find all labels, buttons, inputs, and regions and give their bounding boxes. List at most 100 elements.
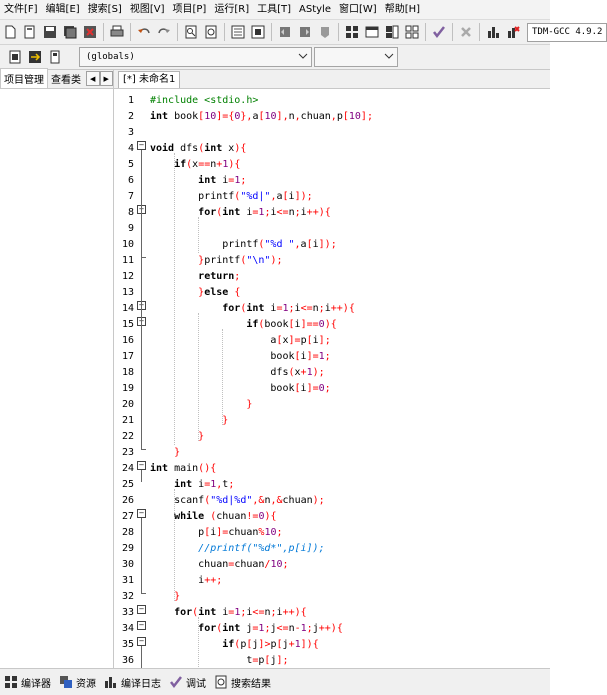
code-line[interactable]: printf("%d ",a[i]); — [150, 239, 337, 250]
fold-marker[interactable]: − — [137, 461, 146, 470]
menu-item[interactable]: 搜索[S] — [87, 4, 122, 15]
scroll-left-icon[interactable]: ◀ — [86, 71, 100, 86]
goto-bookmark-icon[interactable] — [46, 48, 64, 66]
code-line[interactable]: } — [174, 447, 181, 458]
code-line[interactable]: chuan=chuan/10; — [150, 559, 289, 570]
function-selector[interactable] — [314, 47, 398, 67]
bottom-tab[interactable]: 资源 — [59, 675, 96, 690]
menu-item[interactable]: 视图[V] — [129, 4, 165, 15]
print-icon[interactable] — [108, 23, 126, 41]
toggle-bookmark-icon[interactable] — [26, 48, 44, 66]
compile-run-icon[interactable] — [383, 23, 401, 41]
menu-item[interactable]: AStyle — [299, 4, 331, 15]
code-line[interactable]: if(x==n+1){ — [174, 159, 241, 170]
code-line[interactable]: return; — [198, 271, 241, 282]
bottom-tab[interactable]: 编译器 — [4, 675, 51, 690]
code-line[interactable]: //printf("%d*",p[i]); — [198, 543, 325, 554]
chevron-down-icon[interactable] — [295, 48, 311, 66]
code-line[interactable]: }printf("\n"); — [198, 255, 283, 266]
bottom-tab[interactable]: 调试 — [169, 675, 206, 690]
save-all-icon[interactable] — [61, 23, 79, 41]
code-line[interactable]: } — [198, 431, 205, 442]
bottom-tab-label: 编译器 — [21, 678, 51, 690]
fold-marker[interactable]: − — [137, 141, 146, 150]
menu-item[interactable]: 编辑[E] — [45, 4, 80, 15]
code-line[interactable]: for(int i=1;i<=n;i++){ — [198, 207, 331, 218]
code-line[interactable]: t=p[j]; — [150, 655, 289, 666]
scope-selector[interactable]: (globals) — [79, 47, 312, 67]
menu-item[interactable]: 项目[P] — [172, 4, 207, 15]
compiler-select[interactable]: TDM-GCC 4.9.2 — [527, 22, 607, 42]
line-number: 20 — [121, 399, 134, 410]
code-line[interactable]: p[i]=chuan%10; — [150, 527, 283, 538]
bottom-tab-label: 资源 — [76, 678, 96, 690]
code-line[interactable]: dfs(x+1); — [150, 367, 325, 378]
menu-item[interactable]: 文件[F] — [4, 4, 38, 15]
goto-line-icon[interactable] — [229, 23, 247, 41]
close-file-icon[interactable] — [81, 23, 99, 41]
save-icon[interactable] — [41, 23, 59, 41]
chevron-down-icon[interactable] — [381, 48, 397, 66]
bottom-tab-label: 搜索结果 — [231, 678, 271, 690]
code-line[interactable]: for(int j=1;j<=n-1;j++){ — [198, 623, 343, 634]
code-line[interactable]: while (chuan!=0){ — [174, 511, 277, 522]
code-line[interactable]: void dfs(int x){ — [150, 143, 247, 154]
menu-item[interactable]: 窗口[W] — [339, 4, 377, 15]
fold-marker[interactable]: − — [137, 621, 146, 630]
code-line[interactable]: for(int i=1;i<=n;i++){ — [222, 303, 355, 314]
menu-item[interactable]: 工具[T] — [257, 4, 292, 15]
unindent-icon[interactable] — [296, 23, 314, 41]
scroll-right-icon[interactable]: ▶ — [99, 71, 113, 86]
rebuild-icon[interactable] — [403, 23, 421, 41]
fold-marker[interactable]: − — [137, 637, 146, 646]
editor-tab-untitled[interactable]: [*] 未命名1 — [118, 71, 181, 88]
code-line[interactable]: for(int i=1;i<=n;i++){ — [174, 607, 307, 618]
code-line[interactable]: } — [222, 415, 229, 426]
code-line[interactable]: #include <stdio.h> — [150, 95, 259, 106]
menu-item[interactable]: 帮助[H] — [384, 4, 421, 15]
tab-class-browser[interactable]: 查看类 — [51, 75, 81, 86]
bookmark-icon[interactable] — [249, 23, 267, 41]
delete-profile-icon[interactable] — [504, 23, 522, 41]
code-editor[interactable]: #include <stdio.h> int book[10]={0},a[10]… — [146, 89, 550, 677]
find-icon[interactable] — [182, 23, 200, 41]
code-line[interactable]: int book[10]={0},a[10],n,chuan,p[10]; — [150, 111, 373, 122]
redo-icon[interactable] — [155, 23, 173, 41]
code-line[interactable]: int main(){ — [150, 463, 217, 474]
insert-icon[interactable] — [6, 48, 24, 66]
fold-marker[interactable]: − — [137, 509, 146, 518]
bottom-tab[interactable]: 搜索结果 — [214, 675, 271, 690]
open-file-icon[interactable] — [21, 23, 39, 41]
check-syntax-icon[interactable] — [430, 23, 448, 41]
code-line[interactable]: book[i]=0; — [150, 383, 331, 394]
line-number: 23 — [121, 447, 134, 458]
menu-item[interactable]: 运行[R] — [214, 4, 250, 15]
run-icon[interactable] — [363, 23, 381, 41]
toggle-comment-icon[interactable] — [316, 23, 334, 41]
code-line[interactable]: book[i]=1; — [150, 351, 331, 362]
code-line[interactable]: if(p[j]>p[j+1]){ — [222, 639, 319, 650]
code-line[interactable]: int i=1,t; — [174, 479, 235, 490]
new-file-icon[interactable] — [1, 23, 19, 41]
code-line[interactable]: a[x]=p[i]; — [150, 335, 331, 346]
bottom-tab[interactable]: 编译日志 — [104, 675, 161, 690]
chart-log-icon — [104, 675, 121, 689]
replace-icon[interactable] — [202, 23, 220, 41]
line-number: 3 — [127, 127, 134, 138]
profile-chart-icon[interactable] — [484, 23, 502, 41]
undo-icon[interactable] — [135, 23, 153, 41]
code-line[interactable]: printf("%d|",a[i]); — [150, 191, 313, 202]
fold-marker[interactable]: − — [137, 605, 146, 614]
stop-icon[interactable] — [457, 23, 475, 41]
code-line[interactable]: i++; — [150, 575, 223, 586]
code-line[interactable]: scanf("%d|%d",&n,&chuan); — [150, 495, 325, 506]
code-line[interactable]: } — [174, 591, 181, 602]
code-line[interactable]: }else { — [198, 287, 241, 298]
code-line[interactable]: if(book[i]==0){ — [246, 319, 337, 330]
code-line[interactable]: } — [246, 399, 253, 410]
compile-icon[interactable] — [343, 23, 361, 41]
line-number: 15 — [121, 319, 134, 330]
indent-icon[interactable] — [276, 23, 294, 41]
tab-project-manager[interactable]: 项目管理 — [0, 68, 48, 88]
code-line[interactable]: int i=1; — [198, 175, 247, 186]
